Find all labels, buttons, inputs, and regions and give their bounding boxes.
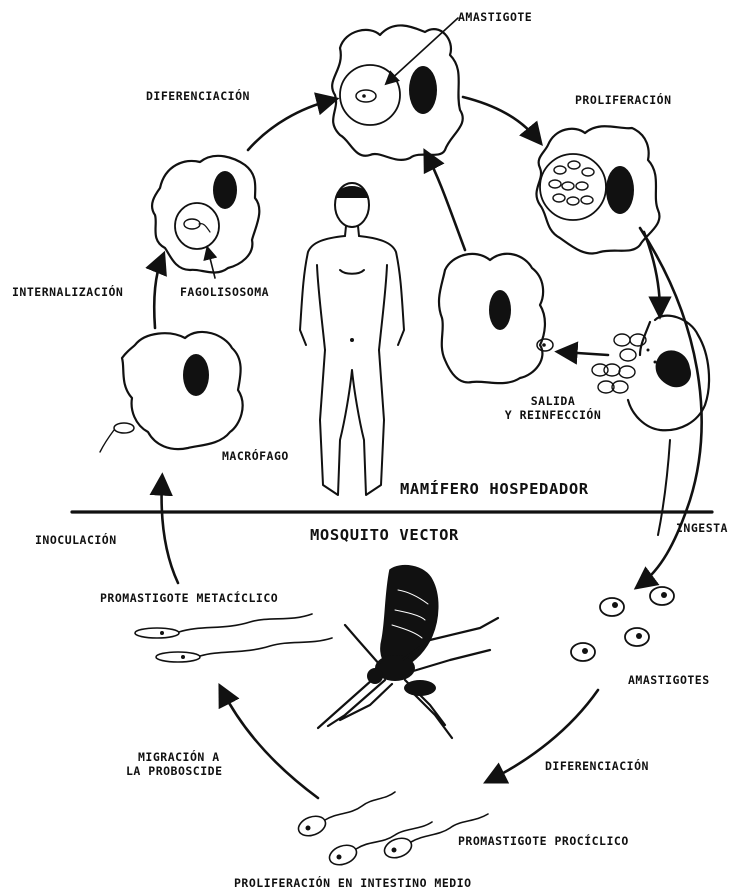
label-mosquito-vector: MOSQUITO VECTOR	[310, 526, 459, 545]
human-figure	[300, 183, 404, 495]
label-internalizacion: INTERNALIZACIÓN	[12, 285, 123, 299]
metacyclic-promastigotes	[135, 614, 332, 662]
label-salida-line1: SALIDA	[488, 394, 618, 408]
macrophage-infected	[100, 332, 243, 452]
label-fagolisosoma: FAGOLISOSOMA	[180, 285, 269, 299]
label-diferenciacion-bottom: DIFERENCIACIÓN	[545, 759, 649, 773]
arrow-burst	[644, 232, 660, 312]
label-migracion-line1: MIGRACIÓN A	[126, 750, 223, 764]
label-proliferacion-top: PROLIFERACIÓN	[575, 93, 672, 107]
label-promastigote-prociclico: PROMASTIGOTE PROCÍCLICO	[458, 834, 629, 848]
label-amastigote: AMASTIGOTE	[458, 10, 532, 24]
label-proliferacion-intestino: PROLIFERACIÓN EN INTESTINO MEDIO	[234, 876, 472, 890]
label-salida-line2: Y REINFECCIÓN	[488, 408, 618, 422]
label-amastigotes: AMASTIGOTES	[628, 673, 710, 687]
phagolysosome-pointer	[208, 250, 215, 278]
arrow-differentiation	[248, 100, 332, 150]
procyclic-promastigotes	[296, 792, 488, 868]
label-ingesta: INGESTA	[676, 521, 728, 535]
arrow-migration	[222, 690, 318, 798]
macrophage-proliferation	[536, 126, 659, 253]
macrophage-phagolysosome	[152, 156, 259, 273]
macrophage-reinfection	[439, 254, 553, 383]
label-inoculacion: INOCULACIÓN	[35, 533, 117, 547]
label-diferenciacion-top: DIFERENCIACIÓN	[146, 89, 250, 103]
arrow-reinfection	[562, 352, 608, 355]
arrow-reentry	[427, 155, 465, 250]
label-migracion: MIGRACIÓN A LA PROBOSCIDE	[126, 750, 223, 779]
arrow-internalization	[154, 258, 162, 328]
label-mamifero-hospedador: MAMÍFERO HOSPEDADOR	[400, 480, 589, 499]
amastigotes-cluster	[571, 587, 674, 661]
label-migracion-line2: LA PROBOSCIDE	[126, 764, 223, 778]
arrow-inoculation	[162, 480, 178, 583]
label-promastigote-metaciclico: PROMASTIGOTE METACÍCLICO	[100, 591, 278, 605]
cycle-arrows	[154, 18, 701, 798]
arrow-proliferation	[463, 97, 538, 140]
label-macrofago: MACRÓFAGO	[222, 449, 289, 463]
mosquito	[318, 566, 498, 738]
macrophage-amastigote	[332, 25, 463, 159]
label-salida-reinfeccion: SALIDA Y REINFECCIÓN	[488, 394, 618, 423]
